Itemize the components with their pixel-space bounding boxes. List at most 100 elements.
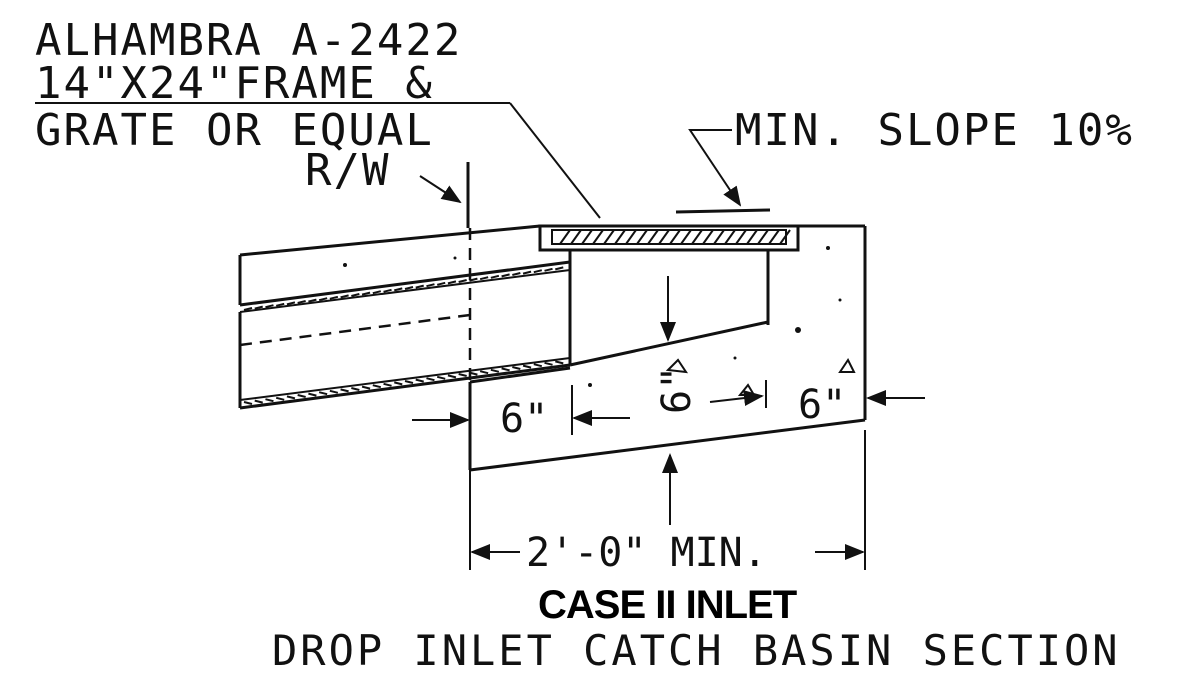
grate-hatch-line: [592, 229, 604, 245]
grate-hatch-line: [625, 229, 637, 245]
slope-indicator-line: [675, 208, 771, 214]
pipe-hatch-line: [426, 283, 435, 288]
pipe-hatch-line: [318, 297, 328, 302]
grate-hatch-line: [559, 229, 571, 245]
pipe-hatch-line: [479, 370, 489, 375]
pipe-top-outer: [239, 260, 571, 307]
frame-and-grate: [538, 224, 800, 252]
middle-dim-arrow-right: [709, 390, 764, 407]
pipe-hatch-line: [458, 373, 467, 377]
grate-hatch-line: [735, 229, 747, 245]
pipe-hatch-line: [458, 279, 467, 283]
pipe-hatch-line: [308, 298, 317, 303]
pipe-hatch-line: [469, 371, 478, 376]
drawing-subtitle: DROP INLET CATCH BASIN SECTION: [272, 626, 1121, 675]
grate-label-line1: ALHAMBRA A-2422: [35, 15, 462, 66]
pipe-hatch-line: [275, 396, 285, 401]
basin-left-wall-top: [469, 366, 571, 384]
grate-hatch-line: [702, 229, 714, 245]
pipe-hatch-line: [512, 272, 521, 276]
grate-label-line2: 14"X24"FRAME &: [35, 58, 434, 109]
grate-hatch-line: [691, 229, 703, 245]
grate-hatching: [559, 229, 791, 245]
pipe-hatch-line: [501, 273, 510, 278]
pipe-hatch-line: [329, 389, 339, 394]
pipe-bottom-outer: [239, 363, 571, 410]
pipe-centerline: [239, 313, 471, 347]
pipe-hatch-line: [447, 374, 457, 379]
right-wall-dim: 6": [798, 382, 846, 428]
sidewalk-top-edge: [239, 224, 541, 257]
pipe-hatch-line: [329, 295, 339, 300]
pipe-hatch-line: [265, 398, 274, 403]
pipe-hatch-line: [286, 301, 296, 306]
pipe-hatch-line: [254, 399, 263, 404]
grate-leader-line: [509, 102, 601, 219]
pipe-hatch-line: [415, 378, 424, 383]
grate-hatch-line: [713, 229, 725, 245]
pipe-bottom-inner: [239, 357, 571, 401]
middle-dim: 6": [654, 366, 700, 414]
pipe-hatch-line: [415, 284, 424, 289]
grate-hatch-line: [636, 229, 648, 245]
row-label: R/W: [305, 145, 390, 196]
grate-hatch-line: [779, 229, 791, 245]
pipe-hatch-line: [512, 366, 521, 370]
grate-hatch-line: [768, 229, 780, 245]
pipe-hatch-line: [340, 388, 349, 393]
pipe-hatch-line: [243, 307, 253, 311]
slope-label: MIN. SLOPE 10%: [735, 105, 1134, 156]
pipe-hatch-line: [533, 269, 543, 274]
pipe-hatch-line: [308, 392, 317, 397]
pipe-hatch-line: [372, 290, 382, 295]
pipe-hatch-line: [501, 367, 510, 372]
pipe-hatch-line: [555, 266, 564, 271]
pipe-hatch-line: [297, 394, 306, 398]
concrete-texture: [343, 246, 856, 396]
pipe-hatch-line: [436, 281, 446, 286]
pipe-top-inner: [239, 269, 571, 313]
pipe-hatch-line: [426, 377, 435, 382]
pipe-hatch-line: [265, 304, 274, 309]
grate-label-line3: GRATE OR EQUAL: [35, 105, 434, 156]
pipe-hatch-line: [479, 276, 489, 281]
grate-hatch-line: [603, 229, 615, 245]
pipe-hatch-line: [254, 305, 263, 310]
grate-hatch-line: [669, 229, 681, 245]
pipe-hatch-line: [533, 363, 543, 368]
grate-hatch-line: [581, 229, 593, 245]
pipe-hatch-line: [243, 401, 253, 405]
pipe-hatch-line: [522, 364, 532, 369]
pipe-hatch-line: [555, 360, 564, 365]
row-leader-arrow: [419, 175, 462, 204]
pipe-hatch-line: [340, 294, 349, 299]
basin-floor-sloped: [569, 320, 769, 367]
pipe-hatch-line: [522, 270, 532, 275]
pipe-hatch-line: [383, 288, 392, 293]
pipe-hatch-line: [404, 380, 414, 384]
pipe-hatch-line: [469, 277, 478, 282]
grate-hatch-line: [724, 229, 736, 245]
pipe-hatch-line: [394, 287, 403, 292]
drawing-title: CASE II INLET: [538, 583, 797, 627]
pipe-hatch-line: [361, 291, 371, 296]
pipe-hatch-line: [383, 382, 392, 387]
pipe-hatch-line: [351, 387, 360, 391]
pipe-hatch-line: [490, 274, 500, 279]
pipe-hatch-line: [351, 293, 360, 297]
grate-hatch-line: [757, 229, 769, 245]
pipe-hatch-line: [361, 385, 371, 390]
pipe-hatch-line: [275, 302, 285, 307]
left-wall-dim: 6": [500, 396, 548, 442]
slope-leader-arrow: [688, 129, 742, 207]
pipe-hatch-line: [286, 395, 296, 400]
pipe-hatch-line: [372, 384, 382, 389]
pipe-hatch-line: [544, 267, 553, 272]
pipe-hatch-line: [447, 280, 457, 285]
grate-hatch-line: [570, 229, 582, 245]
pipe-hatch-line: [394, 381, 403, 386]
pipe-hatch-line: [404, 286, 414, 290]
pipe-wall-hatching: [243, 266, 564, 405]
width-dim: 2'-0" MIN.: [526, 530, 767, 576]
